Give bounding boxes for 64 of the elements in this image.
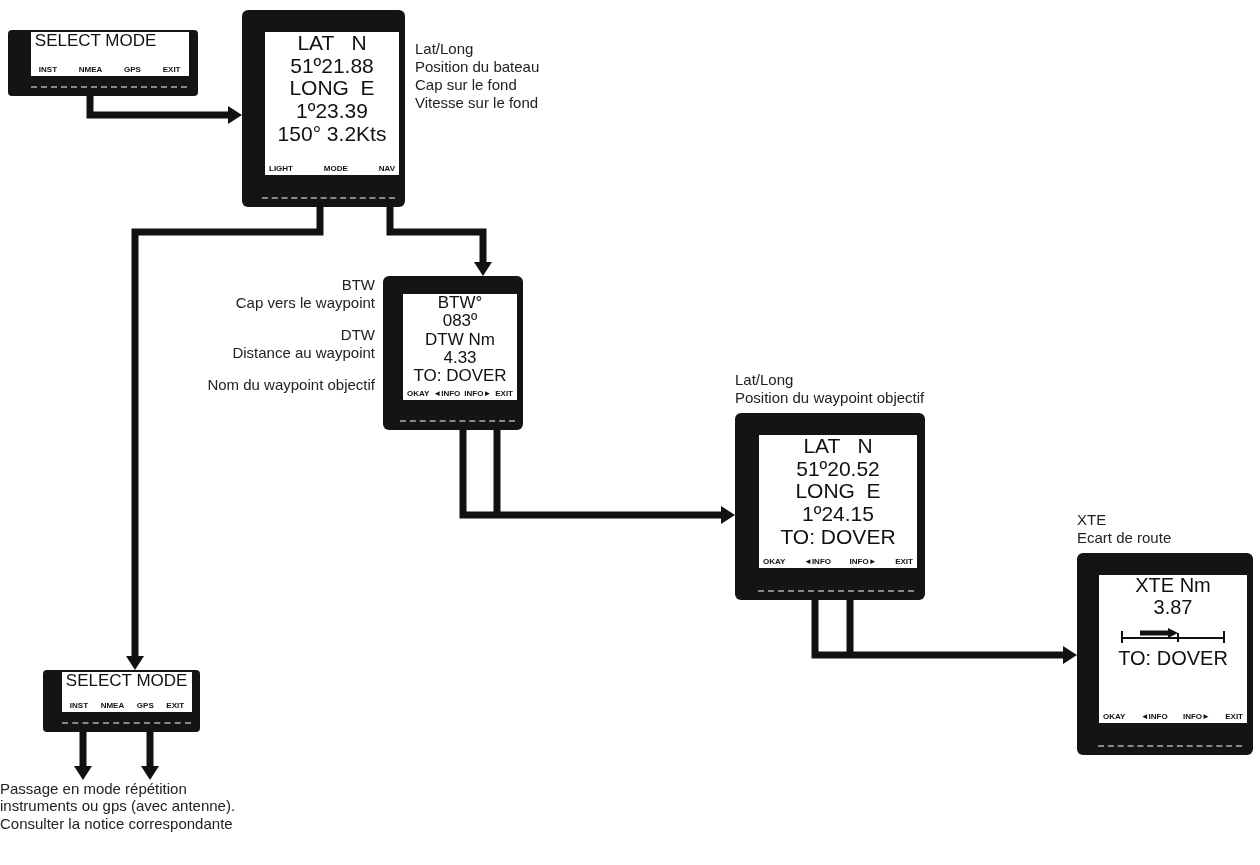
softkey-label: NMEA: [78, 66, 103, 74]
annotation-text: Lat/Long: [415, 40, 475, 58]
softkey-label: INFO►: [1182, 713, 1210, 721]
screen-reading: BTW°: [437, 294, 483, 313]
softkey-label: OKAY: [1103, 713, 1126, 721]
screen-reading: 51º20.52: [796, 457, 880, 481]
annotation-text: Position du bateau: [415, 58, 541, 76]
softkey-label: NAV: [378, 165, 395, 173]
screen-reading: TO: DOVER: [1118, 648, 1228, 670]
softkey-label: ◄INFO: [433, 390, 461, 398]
annotation-text: Cap vers le waypoint: [234, 294, 375, 312]
flow-arrow: [386, 207, 492, 276]
screen-reading: 150° 3.2Kts: [277, 122, 387, 146]
softkey-label: LIGHT: [269, 165, 293, 173]
display-unit: [43, 670, 200, 732]
softkey-label: EXIT: [1225, 713, 1243, 721]
screen-reading: LONG E: [795, 480, 881, 503]
screen-reading: LAT N: [297, 32, 367, 55]
softkey-label: OKAY: [763, 558, 786, 566]
softkey-label: GPS: [136, 702, 154, 710]
annotation-text: DTW: [339, 326, 375, 344]
screen-reading: 083º: [442, 312, 478, 331]
screen-reading: TO: DOVER: [780, 525, 896, 549]
softkey-label: EXIT: [166, 702, 185, 710]
screen-reading: TO: DOVER: [413, 367, 507, 386]
softkey-label: NMEA: [100, 702, 125, 710]
softkey-label: INST: [38, 66, 58, 74]
softkey-label: MODE: [323, 165, 348, 173]
flow-arrow: [141, 732, 159, 780]
annotation-text: Lat/Long: [735, 371, 795, 389]
screen-reading: 51º21.88: [290, 54, 374, 78]
softkey-label: OKAY: [407, 390, 430, 398]
screen-reading: LONG E: [289, 77, 375, 100]
screen-reading: SELECT MODE: [65, 672, 188, 690]
flow-arrow: [86, 96, 242, 124]
display-unit: [8, 30, 198, 96]
softkey-label: EXIT: [895, 558, 913, 566]
softkey-label: EXIT: [495, 390, 513, 398]
annotation-text: Position du waypoint objectif: [735, 389, 926, 407]
screen-reading: SELECT MODE: [34, 32, 157, 50]
screen-reading: 1º23.39: [296, 100, 368, 123]
screen-reading: DTW Nm: [425, 330, 495, 350]
note-text: Passage en mode répétition instruments ou gps (avec antenne). Consulter la notice correspondante: [0, 780, 240, 864]
softkey-label: ◄INFO: [803, 558, 831, 566]
softkey-label: INFO►: [464, 390, 492, 398]
screen-reading: XTE Nm: [1135, 575, 1211, 597]
annotation-text: Cap sur le fond: [415, 76, 518, 94]
annotation-text: XTE: [1077, 511, 1108, 529]
flow-arrow: [74, 732, 92, 780]
softkey-label: ◄INFO: [1140, 713, 1168, 721]
screen-reading: 1º24.15: [802, 503, 874, 526]
annotation-text: Ecart de route: [1077, 529, 1173, 547]
screen-reading: 3.87: [1153, 596, 1193, 619]
annotation-text: Vitesse sur le fond: [415, 94, 540, 112]
annotation-text: Nom du waypoint objectif: [206, 376, 375, 394]
softkey-label: INST: [69, 702, 89, 710]
softkey-label: EXIT: [162, 66, 181, 74]
screen-reading: 4.33: [443, 349, 477, 368]
flow-arrow: [126, 207, 324, 670]
annotation-text: Distance au waypoint: [231, 344, 375, 362]
softkey-label: INFO►: [849, 558, 877, 566]
softkey-label: GPS: [124, 66, 141, 74]
screen-reading: LAT N: [803, 435, 873, 458]
annotation-text: BTW: [340, 276, 375, 294]
